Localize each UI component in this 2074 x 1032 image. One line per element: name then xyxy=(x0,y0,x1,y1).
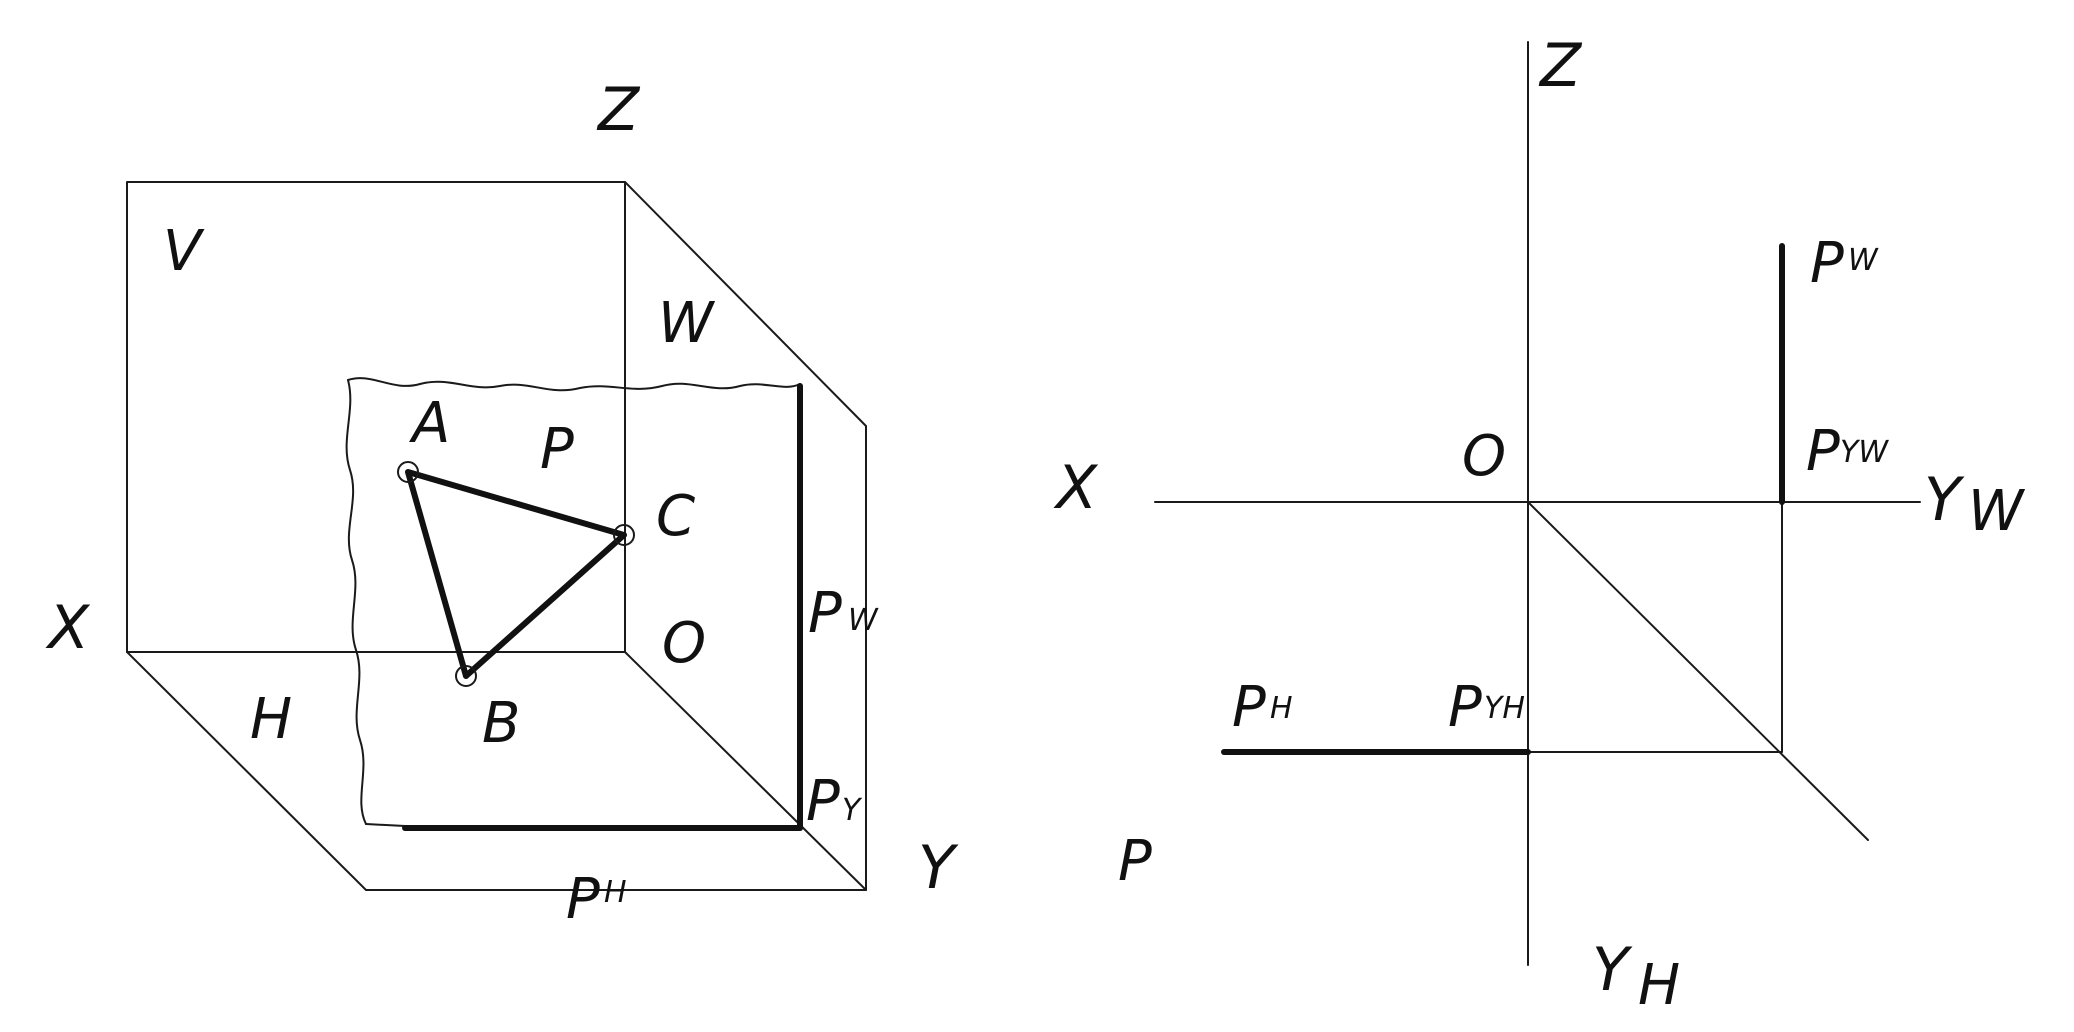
label-c: C xyxy=(656,484,695,549)
label-w: W xyxy=(658,291,716,356)
label-x: X xyxy=(1053,453,1099,523)
label-pyw-sub: YW xyxy=(1840,435,1889,470)
label-b: B xyxy=(482,691,520,756)
plane-w xyxy=(624,181,867,891)
point-b-marker xyxy=(455,665,477,687)
label-o: O xyxy=(1462,424,1506,489)
orthographic-projection: Z X O Y W Y H P W P YW P H P YH P xyxy=(1053,31,2026,1018)
plane-p-wavy-side xyxy=(345,379,367,825)
label-py-sub: Y xyxy=(842,793,863,828)
label-y: Y xyxy=(918,833,959,903)
label-ph-main: P xyxy=(1232,675,1266,740)
label-o: O xyxy=(662,611,706,676)
label-pyh-sub: YH xyxy=(1484,691,1525,726)
label-v: V xyxy=(163,219,205,284)
label-pw-sub: W xyxy=(1848,243,1879,278)
point-a-marker xyxy=(397,461,419,483)
plane-p-wavy-edge xyxy=(347,377,801,392)
label-yw-main: Y xyxy=(1924,465,1965,535)
label-x: X xyxy=(45,593,91,663)
label-yh-main: Y xyxy=(1592,935,1633,1005)
plane-v xyxy=(126,181,626,653)
point-c-marker xyxy=(613,524,635,546)
label-h: H xyxy=(250,687,292,752)
label-pyh-main: P xyxy=(1448,675,1482,740)
label-pyw-main: P xyxy=(1806,419,1840,484)
label-z: Z xyxy=(596,75,641,145)
label-yh-sub: H xyxy=(1638,953,1680,1018)
plane-p-bottom-edge xyxy=(365,823,406,827)
label-p: P xyxy=(540,417,574,482)
label-pw-main: P xyxy=(1810,231,1844,296)
label-z: Z xyxy=(1538,31,1583,101)
label-ph-sub: H xyxy=(1270,691,1293,726)
label-p: P xyxy=(1118,829,1152,894)
constant-line-45 xyxy=(1527,501,1869,841)
spatial-model: Z V W A P C X O H B Y P W P Y P H xyxy=(45,75,959,932)
label-a: A xyxy=(409,391,450,456)
label-py-main: P xyxy=(806,769,840,834)
label-yw-sub: W xyxy=(1968,479,2026,544)
triangle-abc xyxy=(405,469,627,679)
label-ph-main: P xyxy=(566,867,600,932)
label-ph-sub: H xyxy=(604,875,627,910)
label-pw-main: P xyxy=(808,581,842,646)
plane-h xyxy=(126,651,867,891)
label-pw-sub: W xyxy=(848,603,879,638)
